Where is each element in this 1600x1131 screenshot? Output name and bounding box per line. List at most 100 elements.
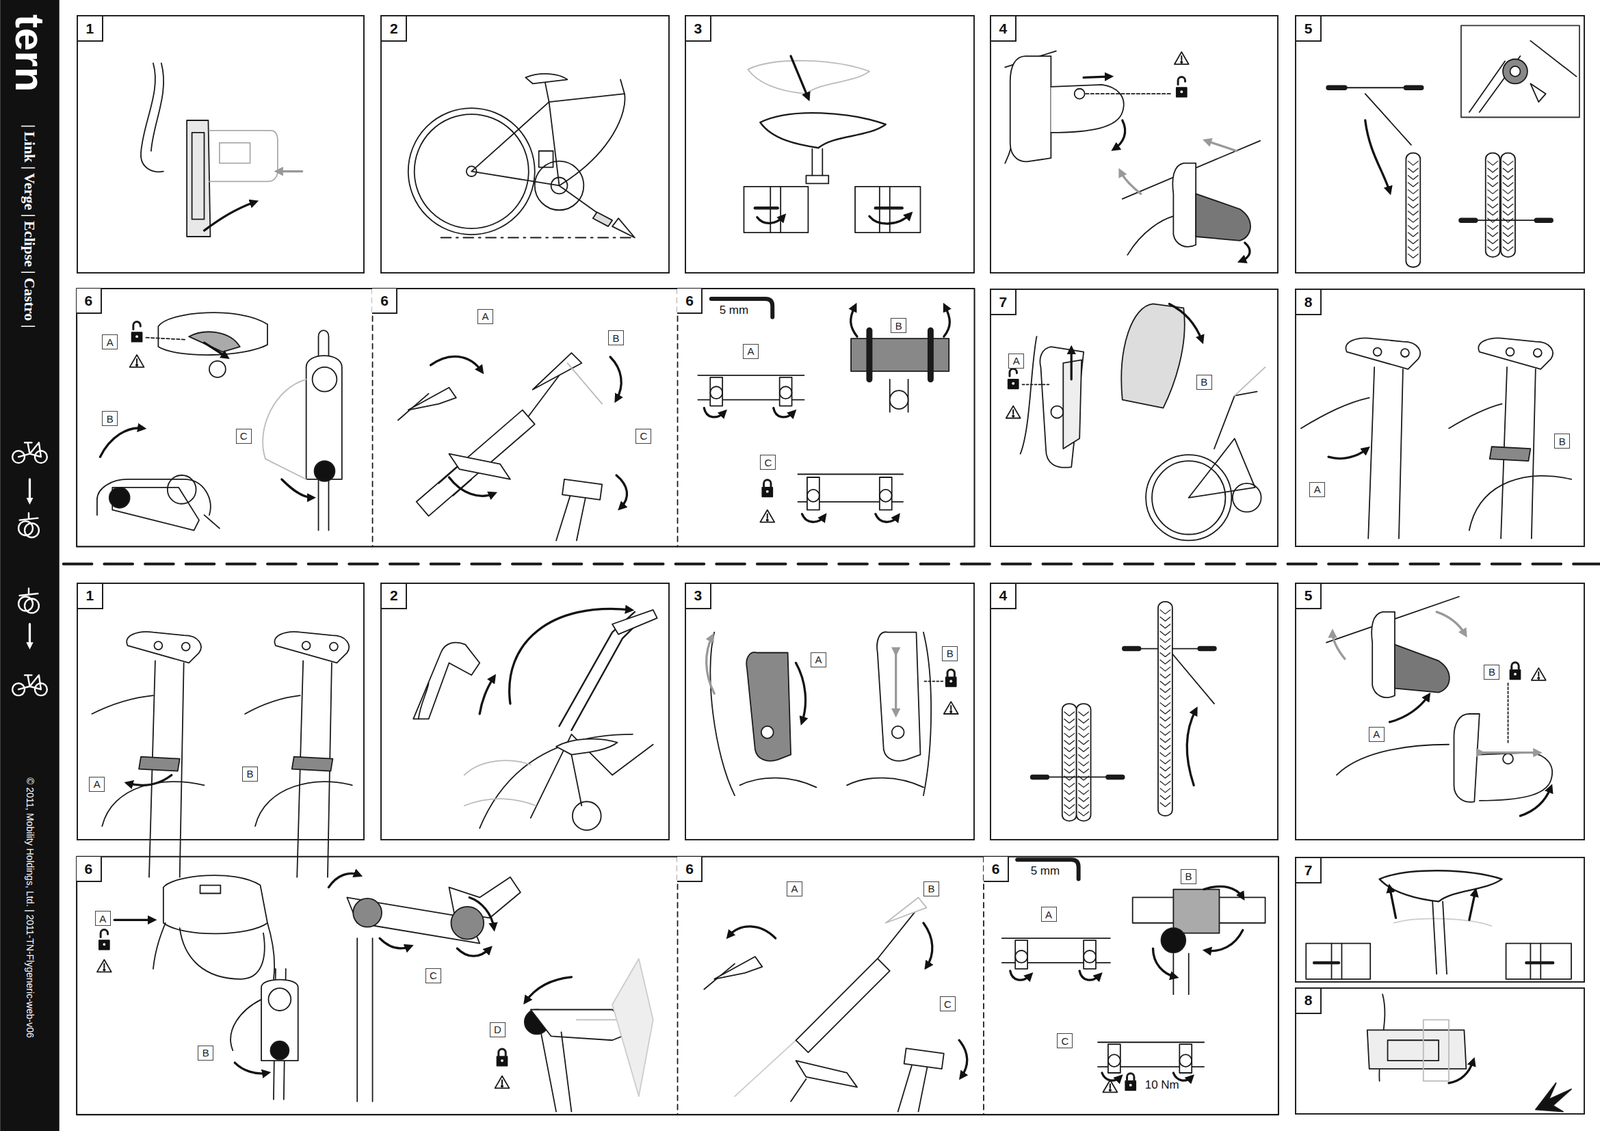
motion-arrow bbox=[1010, 971, 1031, 981]
line-art bbox=[1502, 753, 1514, 765]
line-art bbox=[779, 386, 793, 399]
line-art bbox=[109, 487, 130, 509]
line-art bbox=[1121, 303, 1185, 408]
step-letter: B bbox=[202, 1046, 210, 1060]
warning-symbol bbox=[1109, 1089, 1111, 1092]
motion-arrow bbox=[1332, 632, 1345, 660]
line-art bbox=[1365, 93, 1412, 146]
motion-arrow bbox=[204, 201, 256, 231]
line-art bbox=[200, 885, 221, 895]
step-panel: 5 bbox=[1294, 15, 1585, 273]
motion-arrow bbox=[1240, 242, 1250, 262]
line-art bbox=[255, 781, 353, 827]
line-art bbox=[612, 218, 635, 238]
line-art bbox=[549, 93, 626, 186]
step-letter-box: B bbox=[1180, 869, 1197, 885]
step-letter-box: B bbox=[242, 766, 258, 782]
step-letter: D bbox=[493, 1023, 502, 1037]
warning-symbol bbox=[1102, 1080, 1118, 1093]
step-letter-box: A bbox=[88, 777, 105, 793]
line-art bbox=[710, 386, 723, 399]
line-art bbox=[153, 923, 275, 980]
line-art bbox=[312, 367, 338, 392]
line-art bbox=[796, 959, 890, 1053]
line-art bbox=[1158, 601, 1173, 817]
step-panel: 3AB bbox=[684, 582, 975, 841]
line-art bbox=[559, 185, 603, 217]
motion-arrow bbox=[959, 1040, 968, 1078]
line-art bbox=[464, 760, 531, 776]
lock-symbol bbox=[947, 669, 955, 678]
line-art bbox=[1533, 348, 1542, 358]
step-letter: C bbox=[1060, 1034, 1069, 1048]
step-panel: 3 bbox=[684, 15, 975, 273]
line-art bbox=[1328, 85, 1422, 91]
motion-arrow bbox=[1436, 612, 1466, 635]
step-panel: 4 bbox=[989, 15, 1279, 273]
motion-arrow bbox=[610, 357, 622, 401]
step-letter-box: C bbox=[425, 968, 442, 984]
line-art bbox=[1461, 217, 1551, 223]
step-letter: A bbox=[746, 344, 754, 358]
line-art bbox=[1074, 88, 1085, 100]
motion-arrow bbox=[1169, 303, 1202, 341]
step-number: 2 bbox=[381, 16, 408, 42]
line-art bbox=[413, 643, 480, 720]
step-panel: 1 bbox=[76, 15, 365, 273]
line-art bbox=[796, 1060, 858, 1088]
line-art bbox=[1336, 744, 1449, 776]
line-art bbox=[1232, 483, 1262, 513]
line-art bbox=[230, 1000, 262, 1052]
line-art bbox=[270, 1041, 289, 1061]
line-art bbox=[418, 683, 429, 719]
step-letter: B bbox=[1488, 665, 1496, 679]
step-letter: A bbox=[1314, 482, 1321, 496]
line-art bbox=[1507, 683, 1510, 745]
motion-arrow bbox=[379, 938, 411, 949]
step-letter-box: B bbox=[197, 1045, 214, 1061]
panel-frame bbox=[76, 288, 975, 547]
line-art bbox=[1407, 161, 1419, 259]
line-art bbox=[1502, 59, 1528, 85]
line-art bbox=[807, 489, 820, 503]
line-art bbox=[140, 62, 164, 172]
step-panel: 8 bbox=[1294, 987, 1585, 1116]
lock-symbol bbox=[1510, 670, 1521, 680]
step-letter: B bbox=[612, 331, 620, 345]
step-letter: C bbox=[764, 456, 772, 470]
lock-symbol bbox=[135, 335, 139, 338]
line-art bbox=[923, 632, 931, 797]
line-art bbox=[869, 330, 931, 380]
step-letter: A bbox=[482, 309, 490, 323]
step-number: 6 bbox=[372, 288, 398, 314]
warning-symbol bbox=[950, 711, 952, 713]
lock-symbol bbox=[1129, 1084, 1133, 1087]
line-art bbox=[479, 734, 633, 829]
step-letter: B bbox=[946, 647, 954, 661]
step-letter-box: C bbox=[635, 428, 652, 444]
line-art bbox=[1004, 51, 1057, 164]
line-art bbox=[1530, 83, 1546, 102]
panel-frame bbox=[76, 857, 1279, 1116]
step-number: 8 bbox=[1296, 989, 1322, 1015]
motion-arrow bbox=[1203, 886, 1243, 898]
brand-mark bbox=[1535, 1083, 1572, 1113]
motion-arrow bbox=[28, 624, 31, 648]
warning-symbol bbox=[136, 364, 138, 366]
sidebar-band bbox=[0, 0, 60, 1131]
line-art bbox=[1032, 777, 1123, 779]
motion-arrow bbox=[281, 479, 313, 498]
line-art bbox=[1510, 66, 1521, 77]
step-letter-box: A bbox=[1041, 907, 1057, 923]
motion-arrow bbox=[469, 897, 494, 929]
line-art bbox=[1489, 446, 1531, 462]
line-art bbox=[904, 1048, 944, 1070]
line-art bbox=[91, 695, 153, 715]
line-art bbox=[1160, 928, 1186, 953]
line-art bbox=[1461, 25, 1580, 117]
step-number: 5 bbox=[1296, 16, 1322, 42]
line-art bbox=[18, 442, 42, 457]
motion-arrow bbox=[801, 514, 825, 523]
line-art bbox=[612, 959, 654, 1097]
line-art bbox=[545, 81, 550, 102]
